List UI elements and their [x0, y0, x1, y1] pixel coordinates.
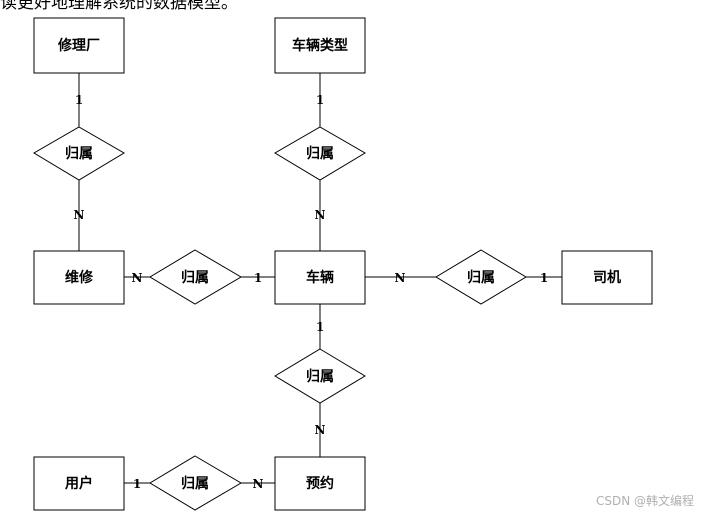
- entity-vehicle[interactable]: 车辆: [274, 250, 366, 305]
- cardinality-type-top: 1: [316, 93, 324, 107]
- entity-label: 维修: [65, 269, 94, 286]
- cardinality-maint-right: 1: [254, 271, 262, 285]
- relationship-label: 归属: [65, 145, 93, 162]
- cardinality-shop-bottom: N: [74, 208, 85, 222]
- watermark: CSDN @韩文编程: [596, 493, 694, 508]
- entity-label: 修理厂: [57, 37, 100, 54]
- relationship-shop-maintenance[interactable]: 归属: [33, 126, 125, 181]
- entity-vehicle-type[interactable]: 车辆类型: [274, 17, 366, 74]
- cardinality-driver-right: 1: [540, 271, 548, 285]
- entity-maintenance[interactable]: 维修: [33, 250, 125, 305]
- entity-user[interactable]: 用户: [33, 456, 125, 511]
- entity-label: 预约: [306, 475, 334, 492]
- cardinality-maint-left: N: [132, 271, 143, 285]
- intro-text: 读更好地理解系统的数据模型。: [0, 0, 238, 13]
- cardinality-user-left: 1: [133, 477, 141, 491]
- relationship-label: 归属: [181, 269, 209, 286]
- entity-label: 司机: [593, 269, 621, 286]
- entity-label: 用户: [65, 475, 93, 492]
- relationship-label: 归属: [306, 368, 334, 385]
- relationship-maintenance-vehicle[interactable]: 归属: [149, 249, 242, 305]
- entity-label: 车辆: [306, 269, 334, 286]
- relationship-label: 归属: [467, 269, 495, 286]
- cardinality-shop-top: 1: [75, 93, 83, 107]
- cardinality-driver-left: N: [395, 271, 406, 285]
- relationship-vehicle-driver[interactable]: 归属: [435, 249, 527, 305]
- cardinality-type-bottom: N: [315, 208, 326, 222]
- relationship-vehicle-reservation[interactable]: 归属: [274, 348, 366, 404]
- cardinality-labels: 1 N 1 N N 1 N 1 1 N 1 N: [74, 93, 549, 491]
- relationship-label: 归属: [306, 145, 334, 162]
- cardinality-user-right: N: [253, 477, 264, 491]
- relationship-label: 归属: [181, 475, 209, 492]
- connector-lines: [78, 73, 562, 484]
- cardinality-res-top: 1: [316, 320, 324, 334]
- relationship-user-reservation[interactable]: 归属: [149, 455, 242, 511]
- entity-reservation[interactable]: 预约: [274, 456, 366, 511]
- entity-repair-shop[interactable]: 修理厂: [33, 17, 125, 74]
- cardinality-res-bottom: N: [315, 423, 326, 437]
- entity-label: 车辆类型: [292, 37, 348, 54]
- relationship-type-vehicle[interactable]: 归属: [274, 126, 366, 181]
- entity-driver[interactable]: 司机: [561, 250, 653, 305]
